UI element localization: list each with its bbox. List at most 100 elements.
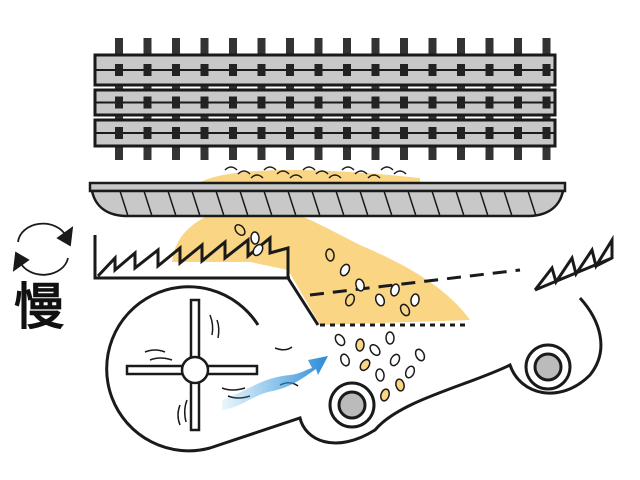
concave-segment [119,190,129,217]
straw-bit [315,170,329,175]
concave-segment [311,190,321,217]
drum-tooth [314,127,323,139]
straw-bit [341,166,355,171]
drum-tooth [286,64,294,76]
grain-kernel [325,248,335,262]
straw-bit [302,166,316,171]
concave-body [90,189,565,218]
threshing-drum [93,38,557,160]
grain-kernel [390,283,400,297]
concave-segment [263,190,273,217]
concave-segment [359,190,369,217]
drum-tooth [457,96,465,109]
drum-tooth [400,64,408,76]
concave-segment [215,190,225,217]
straw-bit [328,174,342,179]
drum-tooth [343,96,351,109]
grain-kernel [252,243,264,257]
drum-tooth [172,127,180,139]
grain-kernel [395,378,405,392]
drum-tooth [343,127,351,139]
drum-tooth [314,96,323,109]
drum-tooth [542,127,551,139]
grain-kernel [334,333,346,347]
drum-tooth [200,64,209,76]
concave-segment [239,190,249,217]
grain-kernel [410,293,420,307]
grain-kernel [369,343,381,357]
drum-tooth [542,96,551,109]
drum-tooth [172,64,180,76]
drum-tooth [428,127,437,139]
grain-kernel [375,368,385,382]
drum-tooth [457,127,465,139]
concave-segment [383,190,393,217]
grain-kernel [389,353,401,367]
grain-kernel [355,338,365,352]
concave-segment [143,190,153,217]
concave-segment [167,190,177,217]
drum-tooth [514,127,522,139]
concave-segment [503,190,513,217]
straw-bit [250,174,264,179]
straw-bits [224,166,407,179]
straw-bit [289,174,303,179]
augers [328,343,572,429]
grain-kernel [234,223,246,237]
machine-housing [105,285,603,453]
drum-tooth [428,96,437,109]
falling-grains [234,223,426,402]
drum-tooth [200,96,209,109]
grain-kernel [404,365,416,379]
grain-kernel [339,263,351,277]
drum-tooth [257,96,266,109]
straw-bit [224,166,238,171]
drum-tooth [485,64,494,76]
straw-bit [354,170,368,175]
grain-kernel [385,331,395,345]
drum-tooth [514,96,522,109]
grain-kernel [414,348,426,362]
straw-bit [380,166,394,171]
drum-tooth [143,127,152,139]
straw-bit [276,170,290,175]
concave-segment [287,190,297,217]
grain-kernel [355,278,365,292]
drum-tooth [400,127,408,139]
speed-label: 慢 [14,278,64,336]
drum-tooth [485,127,494,139]
drum-tooth [172,96,180,109]
drum-tooth [428,64,437,76]
drum-tooth [286,127,294,139]
drum-tooth [115,127,123,139]
concave-segment [191,190,201,217]
rotation-arrows-icon [12,222,74,276]
drum-tooth [314,64,323,76]
straw-bit [393,170,407,175]
drum-tooth [371,64,380,76]
drum-tooth [257,64,266,76]
drum-tooth [542,64,551,76]
drum-tooth [485,96,494,109]
upper-sieve [309,268,521,297]
drum-tooth [229,127,237,139]
concave-segment [431,190,441,217]
concave-segment [455,190,465,217]
concave-segment [335,190,345,217]
concave-grate [88,181,567,218]
drum-tooth [229,64,237,76]
concave-segment [527,190,537,217]
drum-tooth [143,96,152,109]
grain-pan-sawtooth [93,234,290,280]
grain-kernel [374,293,386,307]
drum-tooth [371,96,380,109]
chute [286,277,320,326]
grain-mass [172,204,470,325]
drum-tooth [514,64,522,76]
straw-bit [237,170,251,175]
drum-tooth [115,96,123,109]
grain-kernel [250,231,260,245]
drum-tooth [115,64,123,76]
drum-tooth [200,127,209,139]
